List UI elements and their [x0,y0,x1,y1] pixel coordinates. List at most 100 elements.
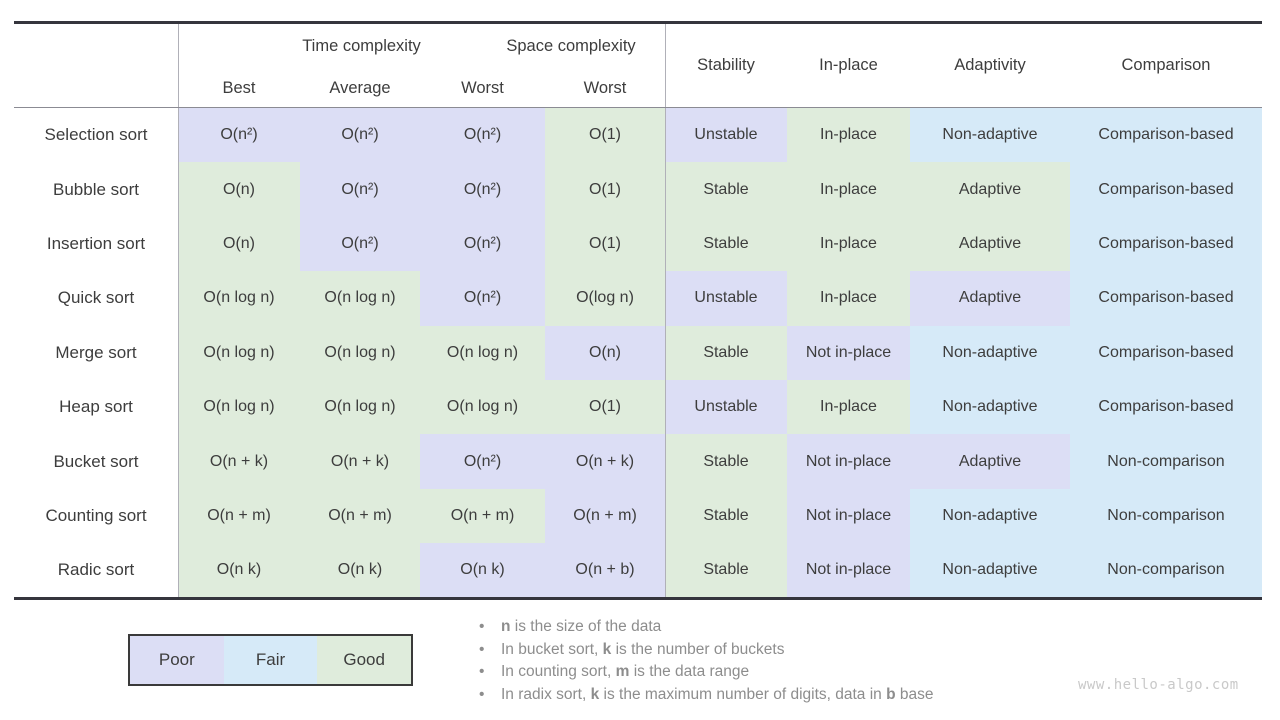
column-header-best: Best [222,78,256,97]
table-cell: O(n + k) [545,434,665,489]
note-text: In counting sort, m is the data range [501,661,749,684]
note-line: • In radix sort, k is the maximum number … [479,684,1059,707]
table-cell: O(n) [178,216,300,272]
table-cell: O(n log n) [420,379,545,435]
table-cell: O(n²) [300,216,420,272]
row-label: Bubble sort [14,162,178,217]
table-cell: Unstable [665,271,787,326]
table-header: Time complexity Space complexity Best Av… [14,24,1262,107]
table-cell: Comparison-based [1070,379,1262,435]
table-cell: O(n log n) [178,325,300,380]
table-cell: Stable [665,434,787,489]
table-cell: Unstable [665,108,787,163]
note-segment: m [615,663,630,680]
row-label: Selection sort [14,108,178,163]
time-complexity-group-header: Time complexity [302,37,421,55]
space-complexity-group-header: Space complexity [506,37,636,55]
table-cell: O(n²) [420,434,545,489]
note-segment: is the size of the data [510,618,662,635]
table-cell: O(n log n) [420,325,545,380]
table-cell: O(n log n) [178,271,300,326]
table-cell: O(1) [545,108,665,163]
table-cell: In-place [787,379,910,435]
table-cell: O(n²) [420,271,545,326]
column-header-stability: Stability [697,56,755,74]
legend-item-poor: Poor [130,636,224,684]
column-header-average: Average [329,78,391,97]
table-cell: Stable [665,543,787,598]
table-cell: Non-comparison [1070,543,1262,598]
row-label: Counting sort [14,488,178,544]
note-line: • In bucket sort, k is the number of buck… [479,639,1059,662]
table-cell: O(1) [545,162,665,217]
note-segment: k [602,640,612,658]
table-cell: O(1) [545,379,665,435]
note-line: •n is the size of the data [479,616,1059,639]
table-cell: O(n) [545,325,665,380]
table-cell: Not in-place [787,488,910,544]
table-cell: O(n²) [300,162,420,217]
table-cell: Comparison-based [1070,325,1262,380]
note-segment: is the data range [629,663,750,680]
note-segment: In radix sort, [501,685,591,703]
table-cell: O(n²) [420,216,545,272]
table-cell: Adaptive [910,271,1070,326]
table-cell: Non-adaptive [910,108,1070,163]
table-cell: Adaptive [910,216,1070,272]
table-cell: O(n + m) [545,488,665,544]
table-cell: Not in-place [787,434,910,489]
row-label: Merge sort [14,325,178,380]
table-cell: O(n log n) [300,271,420,326]
table-cell: Comparison-based [1070,162,1262,217]
table-cell: Stable [665,488,787,544]
note-segment: is the maximum number of digits, data in [599,685,887,703]
note-segment: is the number of buckets [611,640,785,658]
table-cell: Comparison-based [1070,271,1262,326]
watermark: www.hello-algo.com [1078,677,1239,693]
table-cell: Non-comparison [1070,434,1262,489]
note-segment: k [590,685,600,703]
note-text: In bucket sort, k is the number of bucke… [501,639,784,662]
table-cell: O(n k) [178,543,300,598]
table-cell: Unstable [665,379,787,435]
table-cell: Non-adaptive [910,488,1070,544]
table-cell: In-place [787,108,910,163]
column-header-comparison: Comparison [1121,56,1211,74]
table-cell: Stable [665,216,787,272]
bullet-icon: • [479,640,485,658]
table-cell: O(n log n) [178,379,300,435]
table-top-border [14,21,1262,24]
note-line: •In counting sort, m is the data range [479,661,1059,684]
note-segment: n [501,618,511,635]
row-label: Insertion sort [14,216,178,272]
note-text: In radix sort, k is the maximum number o… [501,684,933,707]
table-cell: Not in-place [787,543,910,598]
table-cell: Comparison-based [1070,108,1262,163]
table-cell: O(n + m) [178,488,300,544]
table-cell: O(log n) [545,271,665,326]
table-cell: O(n + k) [300,434,420,489]
table-cell: O(n + m) [420,488,545,544]
table-bottom-border [14,597,1262,600]
table-cell: O(n + m) [300,488,420,544]
table-cell: Non-adaptive [910,543,1070,598]
table-cell: O(n k) [420,543,545,598]
row-label: Heap sort [14,379,178,435]
legend-item-fair: Fair [223,636,318,684]
table-cell: O(n²) [420,108,545,163]
row-label: Radic sort [14,543,178,598]
note-segment: In bucket sort, [501,640,603,658]
table-cell: Stable [665,325,787,380]
label-column-divider [178,24,179,597]
legend-item-good: Good [317,636,412,684]
table-cell: O(n + k) [178,434,300,489]
column-header-in-place: In-place [819,56,878,74]
table-cell: Non-adaptive [910,325,1070,380]
table-cell: Adaptive [910,162,1070,217]
complexity-attributes-divider [665,24,666,597]
table-cell: Non-comparison [1070,488,1262,544]
bullet-icon: • [479,685,485,703]
note-segment: In counting sort, [501,663,616,680]
